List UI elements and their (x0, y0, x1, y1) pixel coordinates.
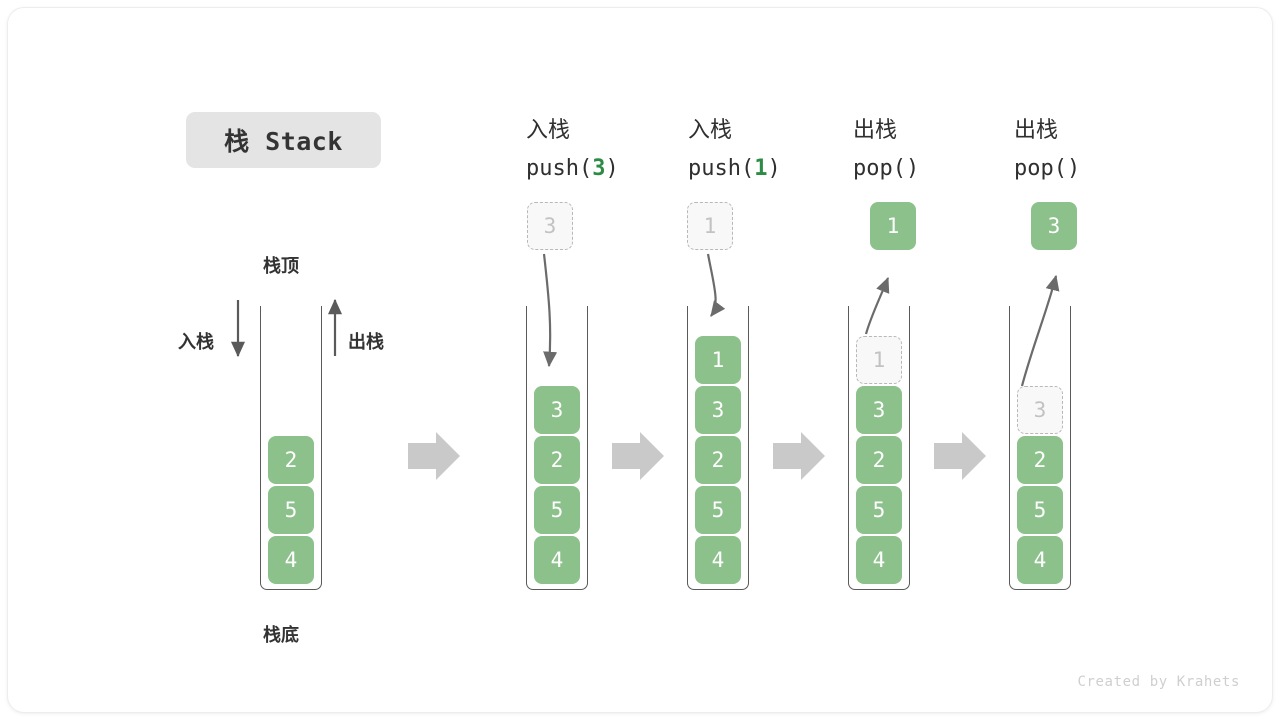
op-close: ) (605, 156, 619, 181)
stack-column-push-1: 1 3 2 5 4 (687, 306, 749, 590)
push-direction-label: 入栈 (178, 332, 214, 353)
column-header-line2: pop() (853, 150, 919, 188)
popped-element-3: 3 (1031, 202, 1077, 250)
watermark: Created by Krahets (1077, 674, 1240, 690)
stack-cell: 3 (1017, 386, 1063, 434)
page-title: 栈 Stack (186, 112, 381, 168)
stack-cell: 4 (695, 536, 741, 584)
column-header-push-1: 入栈 push(1) (688, 112, 781, 188)
column-header-line1: 入栈 (526, 118, 571, 143)
column-header-line1: 出栈 (1014, 118, 1059, 143)
column-header-line2: push(1) (688, 150, 781, 188)
op-name: pop( (1014, 156, 1067, 181)
stack-cell: 2 (534, 436, 580, 484)
column-header-push-3: 入栈 push(3) (526, 112, 619, 188)
step-arrow-4 (934, 432, 986, 480)
column-header-line1: 入栈 (688, 118, 733, 143)
stack-cell: 1 (856, 336, 902, 384)
op-argument: 1 (754, 156, 768, 181)
step-arrow-1 (408, 432, 460, 480)
stack-cell: 5 (1017, 486, 1063, 534)
stack-cells: 3 2 5 4 (526, 384, 588, 586)
stack-column-initial: 2 5 4 (260, 306, 322, 590)
incoming-element-1: 1 (687, 202, 733, 250)
stack-column-pop-2: 3 2 5 4 (1009, 306, 1071, 590)
diagram-canvas: 栈 Stack 栈顶 入栈 出栈 栈底 2 5 4 入栈 push(3) 3 3… (8, 8, 1272, 712)
column-header-line1: 出栈 (853, 118, 898, 143)
stack-cells: 1 3 2 5 4 (687, 334, 749, 586)
op-name: push( (526, 156, 593, 181)
stack-cell: 4 (1017, 536, 1063, 584)
stack-cell: 4 (856, 536, 902, 584)
stack-container-walls (260, 306, 322, 590)
stack-cell: 5 (695, 486, 741, 534)
column-header-line2: push(3) (526, 150, 619, 188)
op-close: ) (905, 156, 920, 181)
stack-cell: 2 (695, 436, 741, 484)
stack-cells: 1 3 2 5 4 (848, 334, 910, 586)
stack-cell: 3 (695, 386, 741, 434)
stack-container-walls (687, 306, 749, 590)
stack-column-push-3: 3 2 5 4 (526, 306, 588, 590)
stack-cell: 3 (534, 386, 580, 434)
column-header-line2: pop() (1014, 150, 1080, 188)
stack-cell: 2 (1017, 436, 1063, 484)
stack-cells: 3 2 5 4 (1009, 384, 1071, 586)
op-close: ) (1066, 156, 1081, 181)
step-arrow-3 (773, 432, 825, 480)
stack-cell: 4 (534, 536, 580, 584)
stack-cell: 5 (856, 486, 902, 534)
op-argument: 3 (592, 156, 606, 181)
step-arrow-2 (612, 432, 664, 480)
op-name: push( (688, 156, 755, 181)
stack-top-label: 栈顶 (263, 256, 299, 277)
column-header-pop-1: 出栈 pop() (853, 112, 919, 188)
stack-cell: 5 (534, 486, 580, 534)
stack-container-walls (848, 306, 910, 590)
stack-bottom-label: 栈底 (263, 625, 299, 646)
stack-container-walls (1009, 306, 1071, 590)
stack-cells: 2 5 4 (260, 434, 322, 586)
stack-cell: 4 (268, 536, 314, 584)
stack-column-pop-1: 1 3 2 5 4 (848, 306, 910, 590)
page-title-text: 栈 Stack (224, 127, 343, 156)
stack-cell: 2 (856, 436, 902, 484)
popped-element-1: 1 (870, 202, 916, 250)
stack-container-walls (526, 306, 588, 590)
stack-cell: 3 (856, 386, 902, 434)
op-name: pop( (853, 156, 906, 181)
op-close: ) (767, 156, 781, 181)
incoming-element-3: 3 (527, 202, 573, 250)
stack-cell: 5 (268, 486, 314, 534)
stack-cell: 1 (695, 336, 741, 384)
pop-direction-label: 出栈 (348, 332, 384, 353)
column-header-pop-2: 出栈 pop() (1014, 112, 1080, 188)
stack-cell: 2 (268, 436, 314, 484)
